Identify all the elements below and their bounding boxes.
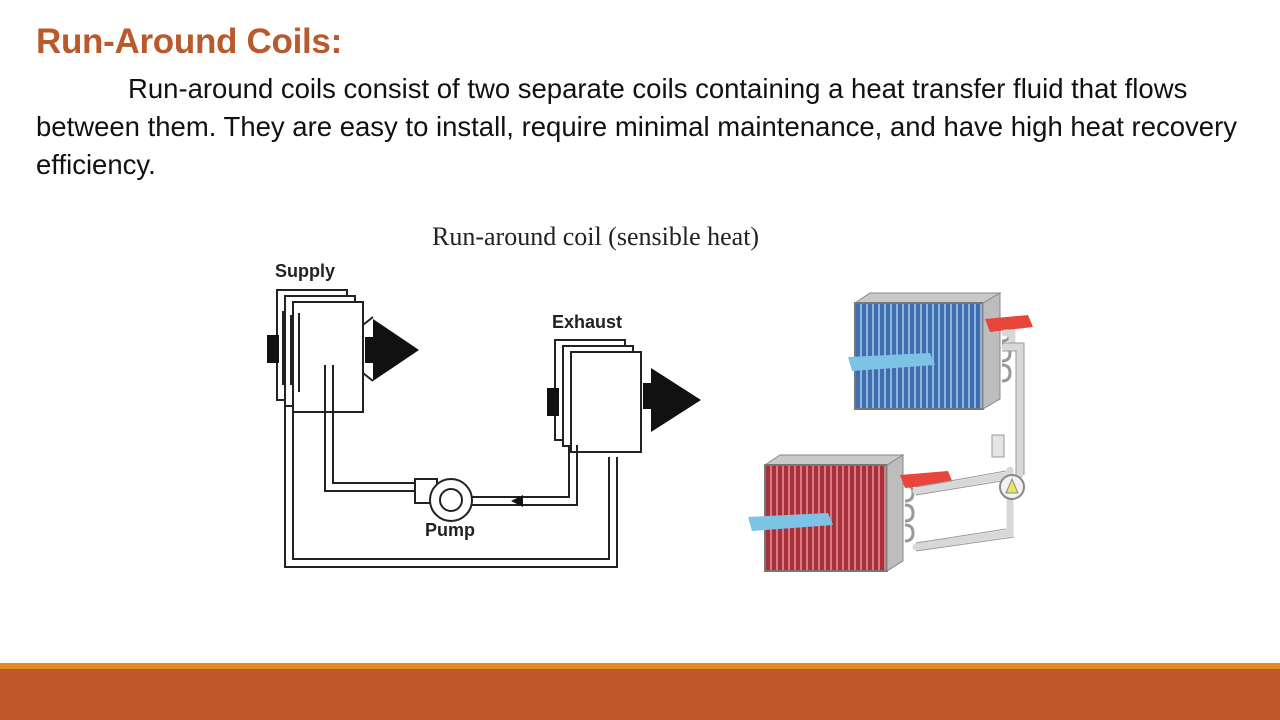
- exhaust-coil: [554, 339, 642, 453]
- cold-coil-intake-arrow: [848, 353, 935, 371]
- pump-icon: [999, 474, 1025, 500]
- footer-bar: [0, 669, 1280, 720]
- cold-coil-unit: [853, 292, 1012, 410]
- hot-coil-intake-arrow: [748, 513, 833, 531]
- connecting-pipes-outline: [915, 342, 1025, 552]
- exhaust-label: Exhaust: [552, 312, 623, 332]
- hot-coil-unit: [763, 454, 915, 572]
- piping: [284, 365, 618, 568]
- supply-duct-stub: [267, 335, 279, 363]
- slide-title: Run-Around Coils:: [36, 22, 342, 61]
- schematic-drawing: [267, 289, 701, 568]
- diagram-caption: Run-around coil (sensible heat): [432, 222, 760, 251]
- slide-body: Run-around coils consist of two separate…: [36, 70, 1272, 184]
- expansion-valve: [991, 434, 1005, 458]
- run-around-coil-schematic: Supply Exhaust Pump: [255, 255, 715, 585]
- run-around-coil-illustration: [740, 285, 1060, 585]
- supply-label: Supply: [275, 261, 336, 281]
- slide-body-text: Run-around coils consist of two separate…: [36, 73, 1237, 180]
- cold-coil-exhaust-arrow: [985, 315, 1033, 332]
- flow-direction-arrow: [511, 495, 523, 507]
- exhaust-air-arrow: [643, 368, 701, 432]
- pump-symbol: [414, 478, 473, 522]
- pump-label: Pump: [425, 520, 476, 540]
- footer-accent-line: [0, 663, 1280, 669]
- supply-air-arrow: [362, 316, 419, 382]
- supply-coil: [276, 289, 364, 413]
- illustration-drawing: [748, 292, 1033, 572]
- exhaust-duct-stub: [547, 388, 559, 416]
